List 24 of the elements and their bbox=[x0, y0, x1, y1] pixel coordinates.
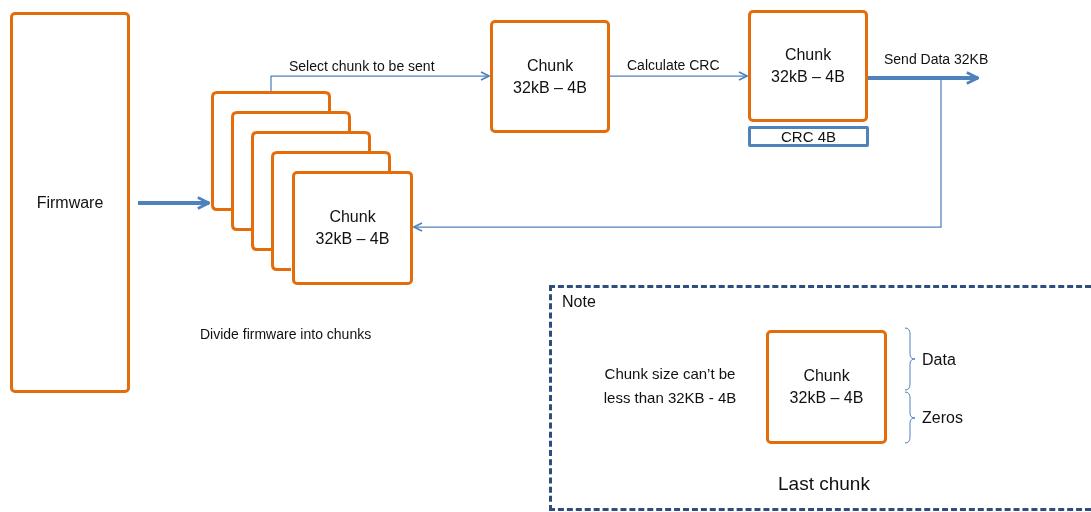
box-label: Firmware bbox=[36, 192, 104, 213]
process-box bbox=[292, 171, 413, 285]
arrow bbox=[270, 71, 490, 92]
caption: Divide firmware into chunks bbox=[200, 325, 373, 344]
process-box bbox=[748, 10, 868, 122]
box-label: Chunk 32kB – 4B bbox=[788, 366, 865, 408]
note-text: Chunk size can’t be less than 32KB - 4B bbox=[602, 364, 738, 408]
brace-label: Zeros bbox=[922, 408, 964, 428]
brace-label: Data bbox=[922, 350, 957, 370]
process-box bbox=[10, 12, 130, 393]
process-box bbox=[490, 20, 610, 133]
box-label: Chunk 32kB – 4B bbox=[770, 45, 846, 87]
note-panel bbox=[549, 285, 1091, 511]
caption: Last chunk bbox=[777, 472, 871, 496]
box-label: Chunk 32kB – 4B bbox=[314, 207, 391, 249]
arrow bbox=[609, 71, 748, 81]
box-label: Chunk 32kB – 4B bbox=[512, 55, 588, 98]
arrow bbox=[138, 196, 211, 210]
arrow bbox=[413, 77, 942, 232]
crc-box bbox=[748, 126, 869, 147]
process-box bbox=[766, 330, 887, 444]
box-label: CRC 4B bbox=[781, 129, 836, 144]
note-heading: Note bbox=[562, 292, 596, 312]
arrow bbox=[868, 71, 980, 85]
